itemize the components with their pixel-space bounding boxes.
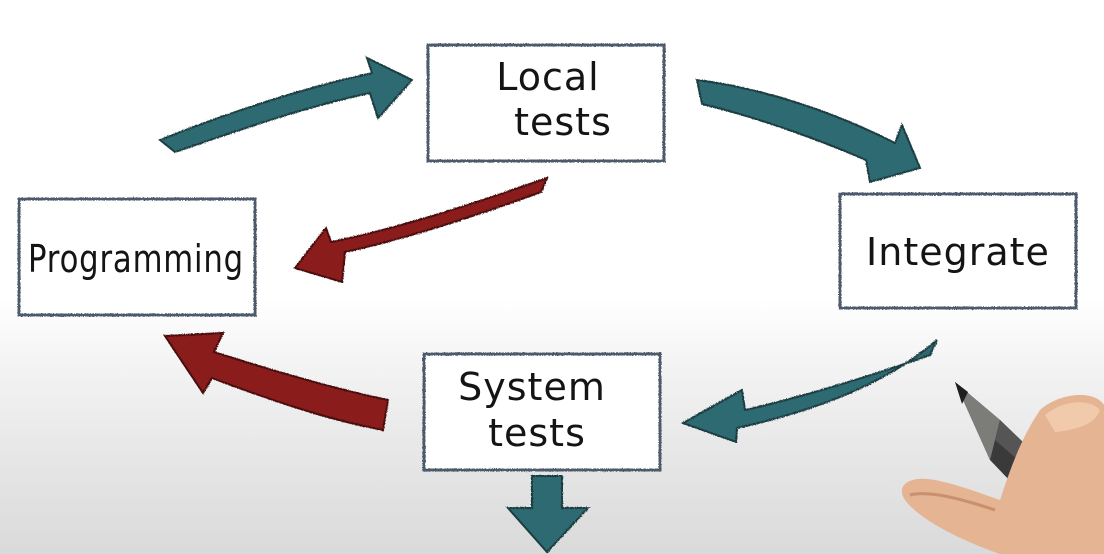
arrow-programming-to-local-tests bbox=[158, 56, 414, 154]
arrow-local-tests-to-integrate bbox=[695, 78, 922, 184]
hand-with-pen-illustration bbox=[901, 382, 1104, 554]
node-system-tests: System tests bbox=[422, 352, 662, 472]
node-programming: Programming bbox=[17, 197, 257, 317]
arrow-system-tests-down bbox=[505, 475, 591, 554]
local-tests-label-line2: tests bbox=[514, 100, 612, 144]
node-integrate: Integrate bbox=[838, 192, 1078, 310]
arrow-system-tests-to-programming bbox=[163, 331, 390, 432]
programming-label: Programming bbox=[28, 237, 244, 281]
system-tests-label-line1: System bbox=[458, 365, 606, 409]
node-local-tests: Local tests bbox=[426, 43, 666, 163]
arrow-local-tests-to-programming bbox=[293, 176, 549, 284]
local-tests-label-line1: Local bbox=[496, 55, 600, 99]
integrate-label: Integrate bbox=[866, 230, 1050, 274]
arrow-integrate-to-system-tests bbox=[680, 339, 938, 444]
system-tests-label-line2: tests bbox=[488, 411, 586, 455]
